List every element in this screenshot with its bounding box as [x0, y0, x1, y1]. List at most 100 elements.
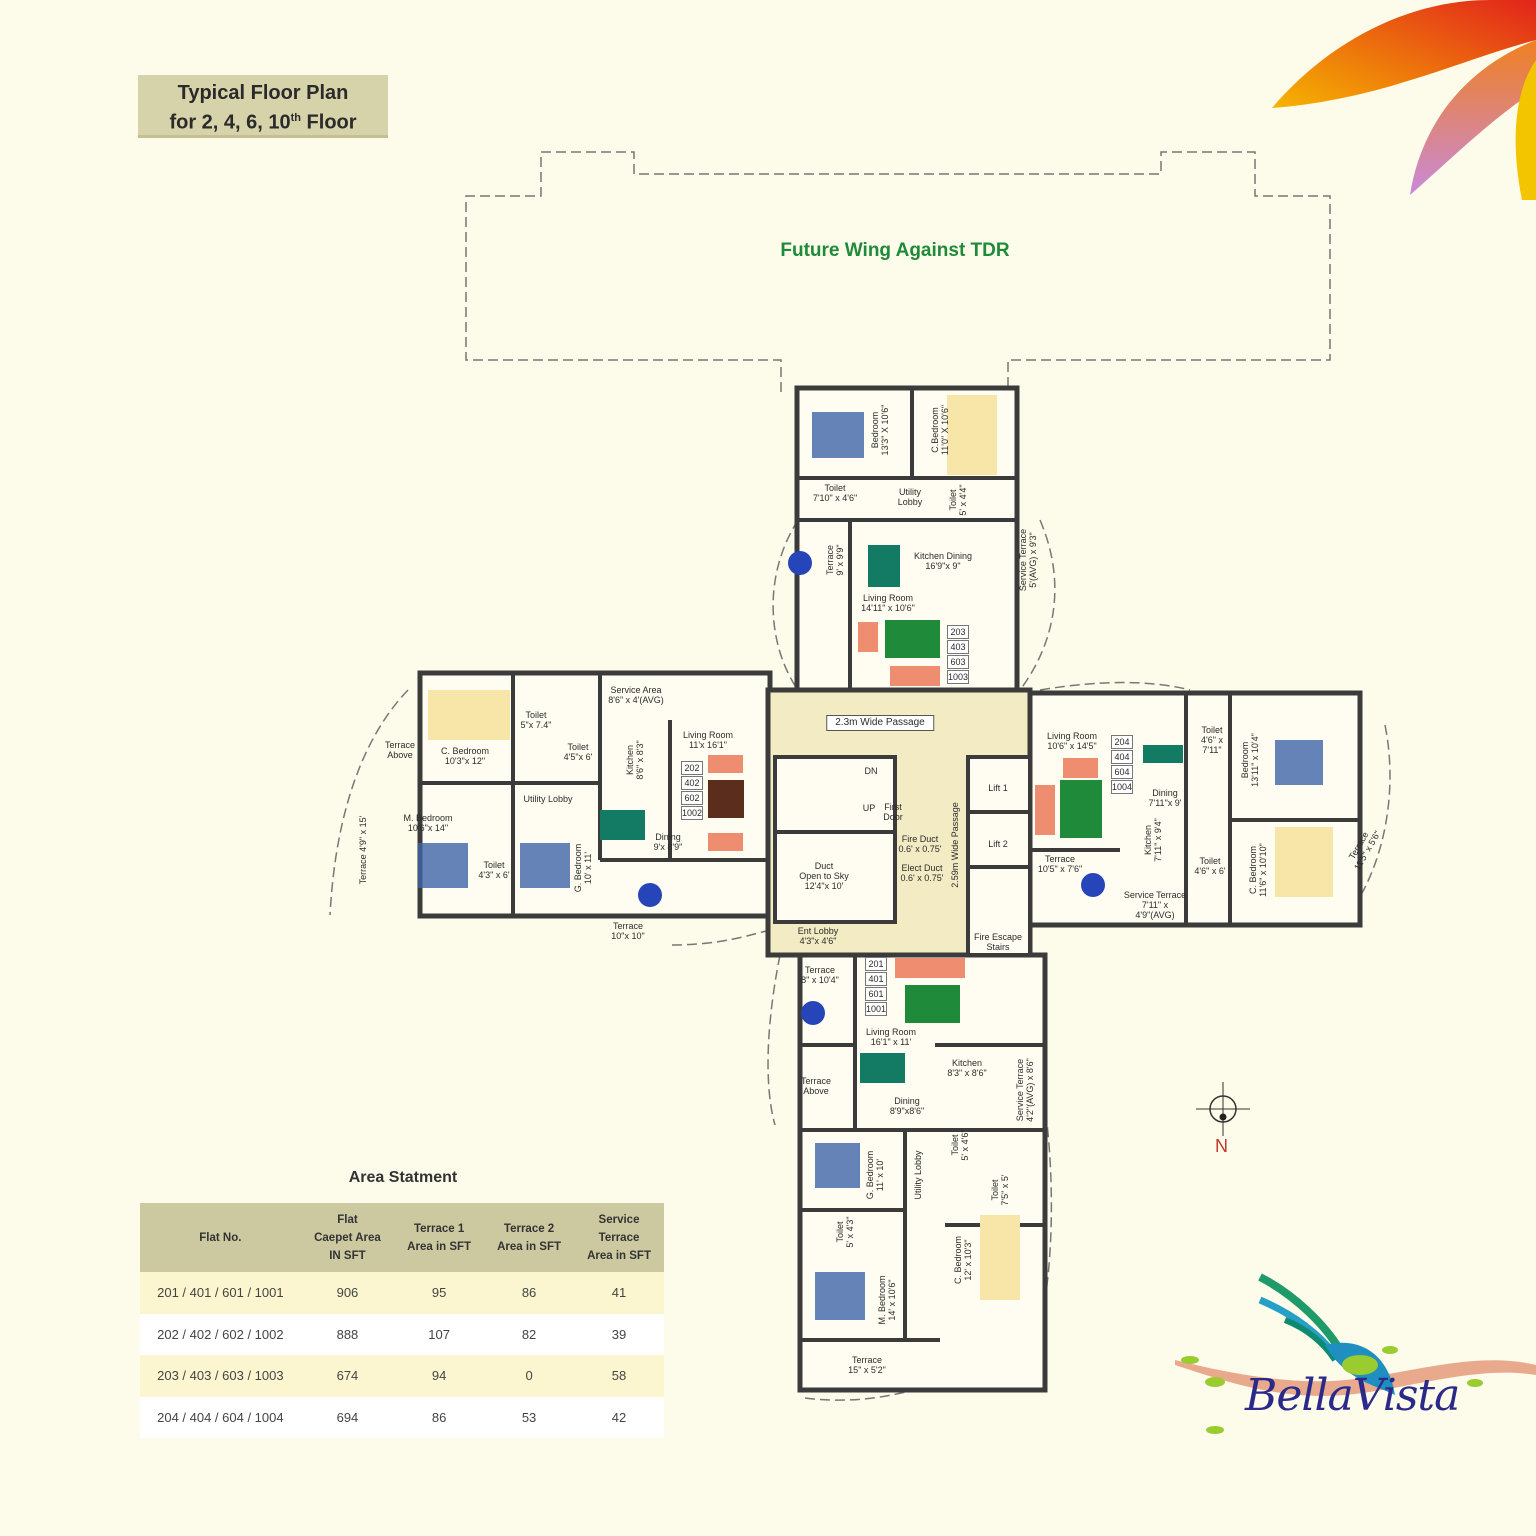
room-label: 2.59m Wide Passage: [950, 802, 960, 888]
room-label: Toilet 4'3" x 6': [478, 860, 510, 880]
area-cell: 0: [484, 1355, 575, 1397]
area-cell: 694: [300, 1396, 395, 1438]
room-label: Dining 7'11"x 9': [1148, 788, 1182, 808]
title-sup: th: [290, 112, 301, 124]
room-label: Terrace 10'5" x 7'6": [1037, 854, 1083, 874]
flat-number-label: 603: [947, 655, 969, 669]
room-label: Terrace 4'9" x 15': [358, 815, 368, 885]
column-header: Flat No.: [140, 1203, 301, 1272]
room-label: Service Terrace 5'(AVG) x 9'3": [1018, 528, 1038, 592]
flat-number-label: 1003: [947, 670, 969, 684]
flat-no-cell: 204 / 404 / 604 / 1004: [140, 1396, 301, 1438]
room-label: Toilet 7'5" x 5': [990, 1174, 1010, 1206]
room-label: Living Room 10'6" x 14'5": [1046, 731, 1098, 751]
room-label: Utility Lobby: [897, 487, 923, 507]
future-wing-label: Future Wing Against TDR: [780, 240, 1010, 261]
column-header: Service Terrace Area in SFT: [574, 1203, 664, 1272]
room-label: Service Area 8'6" x 4'(AVG): [608, 685, 664, 705]
flat-number-label: 1001: [865, 1002, 887, 1016]
room-label: Utility Lobby: [523, 794, 573, 804]
room-label: C.Bedroom 11'0" X 10'6": [930, 404, 950, 456]
room-label: Terrace Above: [800, 1076, 832, 1096]
duct-open-to-sky: [773, 830, 897, 924]
area-cell: 86: [484, 1272, 575, 1314]
flat-number-label: 404: [1111, 750, 1133, 764]
flat-number-label: 604: [1111, 765, 1133, 779]
room-label: Dining 9'x 8'9": [653, 832, 683, 852]
column-header: Flat Caepet Area IN SFT: [300, 1203, 395, 1272]
area-cell: 906: [300, 1272, 395, 1314]
title-line-2: for 2, 4, 6, 10th Floor: [138, 106, 388, 136]
flat-number-label: 1004: [1111, 780, 1133, 794]
room-label: Fire Duct 0.6' x 0.75': [898, 834, 942, 854]
room-label: UP: [862, 803, 876, 813]
room-label: Terrace 10"x 10": [611, 921, 645, 941]
room-label: G. Bedroom 10' x 11': [573, 843, 593, 893]
room-label: Lift 1: [988, 783, 1008, 793]
bellavista-logo-bird: [1175, 1273, 1536, 1434]
flat-number-label: 601: [865, 987, 887, 1001]
room-label: Terrace 8" x 10'4": [801, 965, 839, 985]
room-label: Terrace 15" x 5'2": [848, 1355, 886, 1375]
room-label: Fire Escape Stairs: [973, 932, 1023, 952]
title-floors: for 2, 4, 6, 10: [169, 111, 291, 134]
area-cell: 107: [394, 1313, 485, 1355]
room-label: Toilet 7'10" x 4'6": [812, 483, 858, 503]
flat-number-label: 204: [1111, 735, 1133, 749]
room-label: Lift 2: [988, 839, 1008, 849]
flat-no-cell: 203 / 403 / 603 / 1003: [140, 1355, 301, 1397]
area-cell: 39: [574, 1313, 664, 1355]
room-label: Service Terrace 4'2"(AVG) x 8'6": [1015, 1058, 1035, 1122]
bellavista-logo-text: BellaVista: [1245, 1370, 1460, 1421]
flower-decoration: [1272, 0, 1536, 200]
room-label: Toilet 4'6" x 7'11": [1201, 725, 1223, 755]
flat-number-label: 203: [947, 625, 969, 639]
room-label: Utility Lobby: [913, 1150, 923, 1200]
room-label: Kitchen 8'3" x 8'6": [947, 1058, 987, 1078]
room-label: G. Bedroom 11' x 10': [865, 1150, 885, 1200]
room-label: Toilet 5' x 4'6": [950, 1129, 970, 1161]
room-label: M. Bedroom 14' x 10'6": [877, 1275, 897, 1325]
room-label: C. Bedroom 11'6" x 10'10": [1248, 843, 1268, 897]
flat-number-label: 401: [865, 972, 887, 986]
area-cell: 674: [300, 1355, 395, 1397]
room-label: Bedroom 13'11" x 10'4": [1240, 733, 1260, 787]
room-label: C. Bedroom 12' x 10'3": [953, 1235, 973, 1285]
room-label: Kitchen Dining 16'9"x 9": [913, 551, 973, 571]
north-compass: N: [1196, 1082, 1250, 1162]
title-line-1: Typical Floor Plan: [177, 82, 349, 104]
fire-escape-stairs: [966, 865, 1032, 957]
room-label: Toilet 5' x 4'4": [948, 484, 968, 516]
flat-number-label: 602: [681, 791, 703, 805]
flat-number-label: 402: [681, 776, 703, 790]
title-suffix: Floor: [301, 111, 357, 134]
room-label: Living Room 14'11" x 10'6": [861, 593, 915, 613]
area-statement-title: Area Statment: [348, 1169, 458, 1186]
room-label: Kitchen 7'11" x 9'4": [1143, 818, 1163, 862]
flat-number-label: 1002: [681, 806, 703, 820]
area-cell: 82: [484, 1313, 575, 1355]
flat-no-cell: 202 / 402 / 602 / 1002: [140, 1313, 301, 1355]
room-label: Toilet 4'5"x 6': [563, 742, 593, 762]
area-cell: 86: [394, 1396, 485, 1438]
room-label: 2.3m Wide Passage: [826, 715, 934, 731]
flat-number-label: 403: [947, 640, 969, 654]
room-label: Toilet 4'6" x 6': [1194, 856, 1226, 876]
room-label: Toilet 5' x 4'3": [835, 1216, 855, 1248]
floor-plan-title: Typical Floor Plan for 2, 4, 6, 10th Flo…: [138, 75, 388, 138]
room-label: Toilet 5"x 7.4": [520, 710, 552, 730]
north-label: N: [1215, 1136, 1228, 1156]
room-label: Living Room 11'x 16'1": [682, 730, 734, 750]
area-cell: 58: [574, 1355, 664, 1397]
flat-no-cell: 201 / 401 / 601 / 1001: [140, 1272, 301, 1314]
room-label: First Door: [883, 802, 903, 822]
area-cell: 53: [484, 1396, 575, 1438]
compass-icon: [1196, 1082, 1250, 1136]
